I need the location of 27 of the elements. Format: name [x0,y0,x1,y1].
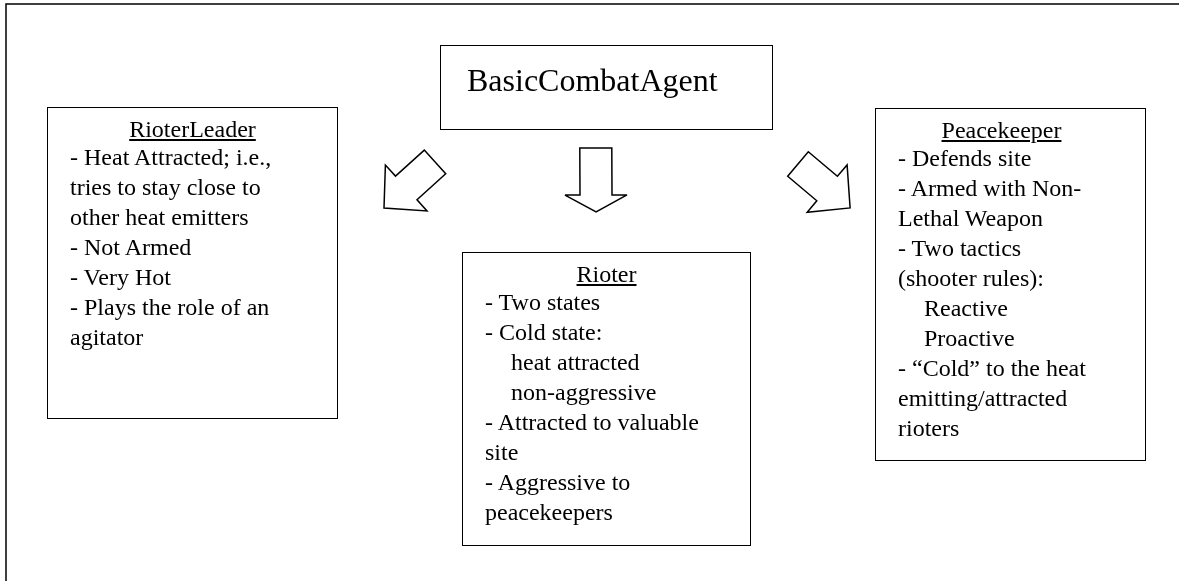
class-name: Peacekeeper [941,117,1062,143]
class-box [875,108,1146,461]
attribute-text: - “Cold” to the heat emitting/attracted rioters [898,354,1087,443]
attribute-text: - Armed with Non-Lethal Weapon [898,174,1083,233]
attribute-text: - Aggressive to peacekeepers [485,468,632,527]
attribute-text: Reactive [924,294,1008,323]
class-name: BasicCombatAgent [467,61,718,100]
attribute-text: - Attracted to valuable site [485,408,700,467]
attribute-text: non-aggressive [511,378,657,407]
class-box [440,45,773,130]
attribute-text: - Cold state: [485,318,603,347]
block-arrow [786,150,851,214]
block-arrow [383,149,447,212]
class-box [47,107,338,419]
attribute-text: - Very Hot [70,263,171,292]
attribute-text: - Heat Attracted; i.e., tries to stay close to other heat emitters [70,143,273,232]
attribute-text: Proactive [924,324,1015,353]
attribute-text: - Not Armed [70,233,192,262]
class-name: Rioter [576,261,637,287]
block-arrow [564,147,628,213]
attribute-text: - Two tactics (shooter rules): [898,234,1045,293]
attribute-text: heat attracted [511,348,640,377]
class-box [462,252,751,546]
class-name: RioterLeader [129,116,256,142]
attribute-text: - Plays the role of an agitator [70,293,271,352]
attribute-text: - Defends site [898,144,1032,173]
attribute-text: - Two states [485,288,601,317]
